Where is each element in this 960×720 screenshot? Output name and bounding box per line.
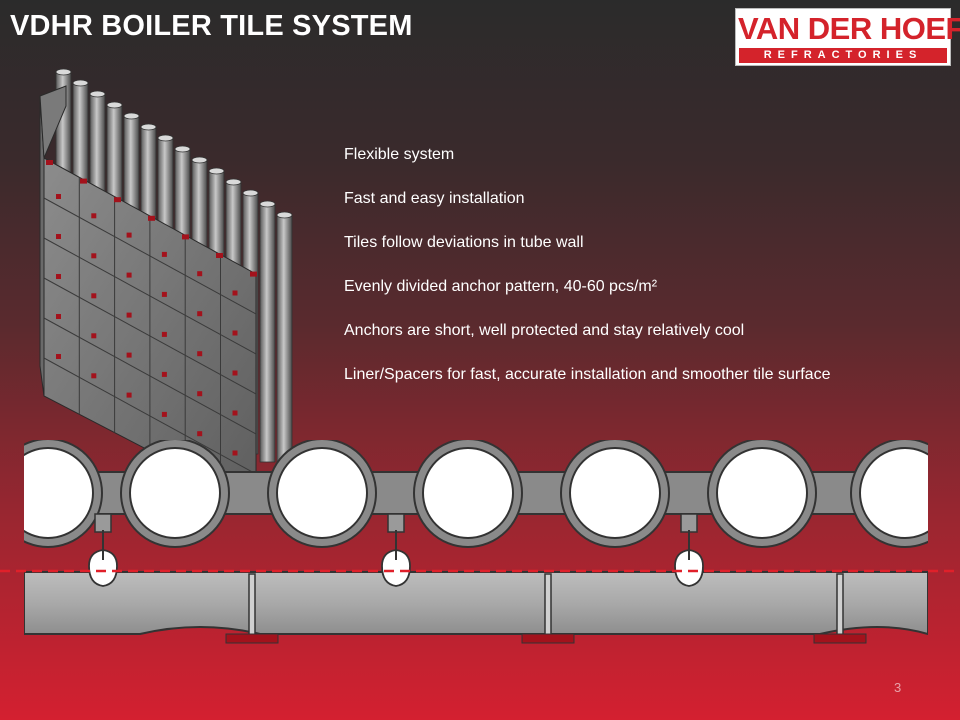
page-number: 3: [894, 680, 902, 695]
spacer-clip: [91, 333, 97, 339]
spacer-clip: [161, 411, 167, 417]
spacer-clip: [56, 194, 61, 199]
tube-end: [72, 79, 89, 87]
tile-joint: [544, 573, 552, 637]
spacer-clip: [126, 232, 132, 238]
spacer-clip: [56, 274, 61, 279]
tube-bore: [24, 447, 94, 539]
tile-layer: [24, 571, 928, 636]
spacer-clip: [250, 271, 257, 277]
tube-bore: [569, 447, 661, 539]
tube-end: [106, 101, 123, 109]
spacer-clip: [216, 253, 223, 258]
feature-item: Evenly divided anchor pattern, 40-60 pcs…: [344, 278, 658, 295]
spacer-clip: [148, 215, 155, 221]
liner-spacer: [225, 633, 279, 644]
tube-end: [55, 68, 72, 76]
tube-end: [259, 200, 276, 208]
spacer-clip: [232, 290, 238, 296]
spacer-clip: [197, 271, 203, 277]
feature-item: Tiles follow deviations in tube wall: [344, 234, 584, 251]
spacer-clip: [126, 272, 132, 278]
anchor-stud: [387, 513, 405, 533]
spacer-clip: [232, 330, 238, 336]
tube-bore: [859, 447, 928, 539]
feature-item: Liner/Spacers for fast, accurate install…: [344, 366, 831, 383]
anchor-stud: [680, 513, 698, 533]
spacer-clip: [197, 391, 203, 397]
tube-end: [191, 156, 208, 164]
feature-item: Flexible system: [344, 146, 455, 163]
tile-joint: [43, 237, 257, 355]
spacer-clip: [80, 178, 87, 184]
spacer-clip: [197, 431, 203, 437]
tile-upper-panel: [39, 85, 67, 159]
tube-end: [89, 90, 106, 98]
spacer-clip: [161, 331, 167, 337]
tube-end: [140, 123, 157, 131]
spacer-clip: [161, 371, 167, 377]
spacer-clip: [91, 213, 97, 219]
tube-bore: [422, 447, 514, 539]
tube-bore: [276, 447, 368, 539]
anchor-head: [674, 549, 704, 587]
spacer-clip: [182, 234, 189, 240]
tube-end: [276, 211, 293, 219]
tube-end: [157, 134, 174, 142]
anchor-stud: [94, 513, 112, 533]
tube-end: [174, 145, 191, 153]
company-logo: VAN DER HOEFF REFRACTORIES: [735, 8, 960, 66]
tile-joint: [43, 317, 257, 435]
spacer-clip: [56, 314, 61, 319]
spacer-clip: [56, 234, 61, 239]
tile-joint: [43, 357, 257, 475]
tube-end: [225, 178, 242, 186]
tube-bore: [129, 447, 221, 539]
spacer-clip: [232, 370, 238, 376]
tile-joint: [43, 277, 257, 395]
spacer-clip: [197, 311, 203, 317]
tube-wall-isometric-illustration: [39, 68, 293, 486]
tube-end: [208, 167, 225, 175]
tube-end: [242, 189, 259, 197]
spacer-clip: [46, 160, 53, 165]
feature-list: Flexible system Fast and easy installati…: [344, 144, 830, 408]
spacer-clip: [91, 253, 97, 259]
liner-spacer: [521, 633, 575, 644]
spacer-clip: [56, 354, 61, 359]
spacer-clip: [161, 251, 167, 257]
feature-item: Fast and easy installation: [344, 190, 525, 207]
slide-title: VDHR BOILER TILE SYSTEM: [10, 10, 413, 42]
tile-joint: [248, 573, 256, 637]
spacer-clip: [126, 352, 132, 358]
spacer-clip: [126, 312, 132, 318]
spacer-clip: [91, 293, 97, 299]
spacer-clip: [91, 373, 97, 379]
tile-joint: [836, 573, 844, 637]
spacer-clip: [126, 392, 132, 398]
spacer-clip: [232, 410, 238, 416]
spacer-clip: [161, 291, 167, 297]
liner-spacer: [813, 633, 867, 644]
tile-joint: [43, 197, 257, 315]
tube-end: [123, 112, 140, 120]
spacer-clip: [114, 197, 121, 203]
anchor-head: [381, 549, 411, 587]
logo-name: VAN DER HOEFF: [738, 11, 960, 46]
spacer-clip: [232, 450, 238, 456]
tube-bore: [716, 447, 808, 539]
anchor-head: [88, 549, 118, 587]
spacer-clip: [197, 351, 203, 357]
logo-tagline: REFRACTORIES: [739, 48, 947, 63]
feature-item: Anchors are short, well protected and st…: [344, 322, 745, 339]
